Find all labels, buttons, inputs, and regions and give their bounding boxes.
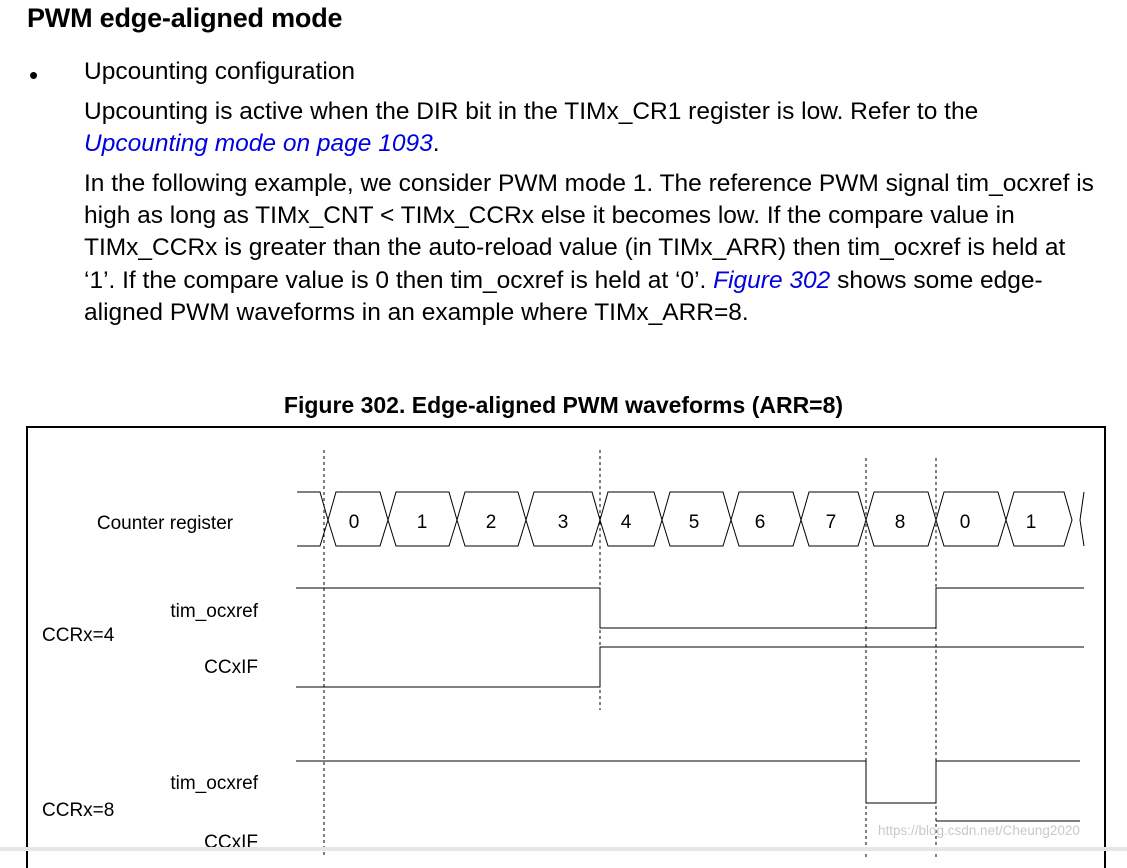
ccxif-label: CCxIF (204, 657, 258, 678)
tim-ocxref-waveform (296, 760, 1080, 804)
counter-register-label: Counter register (97, 513, 234, 534)
counter-cell-9 (935, 491, 1007, 547)
ccrx-4-label: CCRx=4 (42, 625, 115, 646)
bus-segment (1079, 491, 1085, 547)
counter-cell-10 (1005, 491, 1073, 547)
ccxif-waveform (296, 646, 1084, 688)
bottom-band (0, 847, 1127, 851)
tim-ocxref-label: tim_ocxref (170, 773, 258, 794)
paragraph-text: In the following example, we consider PW… (84, 170, 1094, 294)
counter-value: 5 (689, 512, 700, 533)
counter-value: 3 (558, 512, 569, 533)
ccrx-8-waveforms (296, 760, 1080, 822)
counter-value: 0 (349, 512, 360, 533)
waveform-diagram: Counter register 0 1 2 3 4 5 6 7 8 0 1 C… (42, 450, 1085, 858)
counter-value: 7 (826, 512, 837, 533)
counter-cell-6 (730, 491, 802, 547)
ccrx-8-label: CCRx=8 (42, 800, 114, 821)
counter-value: 2 (486, 512, 497, 533)
tim-ocxref-label: tim_ocxref (170, 601, 258, 622)
upcounting-mode-link[interactable]: Upcounting mode on page 1093 (84, 130, 433, 158)
figure-302-link[interactable]: Figure 302 (713, 266, 831, 294)
paragraph-pwm-example: In the following example, we consider PW… (84, 168, 1094, 329)
ccrx-4-waveforms (296, 587, 1084, 688)
figure-caption: Figure 302. Edge-aligned PWM waveforms (… (283, 392, 844, 418)
bullet-dot: • (29, 60, 39, 90)
counter-value: 8 (895, 512, 906, 533)
counter-values: 0 1 2 3 4 5 6 7 8 0 1 (349, 512, 1037, 533)
bus-segment (297, 491, 329, 547)
counter-value: 1 (417, 512, 428, 533)
counter-register-bus (297, 491, 1085, 547)
counter-value: 4 (621, 512, 632, 533)
waveform-figure: Counter register 0 1 2 3 4 5 6 7 8 0 1 C… (26, 426, 1106, 868)
counter-value: 1 (1026, 512, 1037, 533)
tim-ocxref-waveform (296, 587, 1084, 629)
paragraph-text: Upcounting is active when the DIR bit in… (84, 98, 979, 125)
paragraph-upcounting: Upcounting is active when the DIR bit in… (84, 96, 1094, 160)
paragraph-end: . (432, 130, 440, 158)
bullet-label: Upcounting configuration (84, 58, 356, 85)
counter-value: 0 (960, 512, 971, 533)
counter-value: 6 (755, 512, 766, 533)
section-heading: PWM edge-aligned mode (27, 3, 343, 33)
paragraph-text-after: shows some edge-aligned PWM waveforms in… (84, 266, 1043, 326)
watermark: https://blog.csdn.net/Cheung2020 (878, 823, 1080, 838)
